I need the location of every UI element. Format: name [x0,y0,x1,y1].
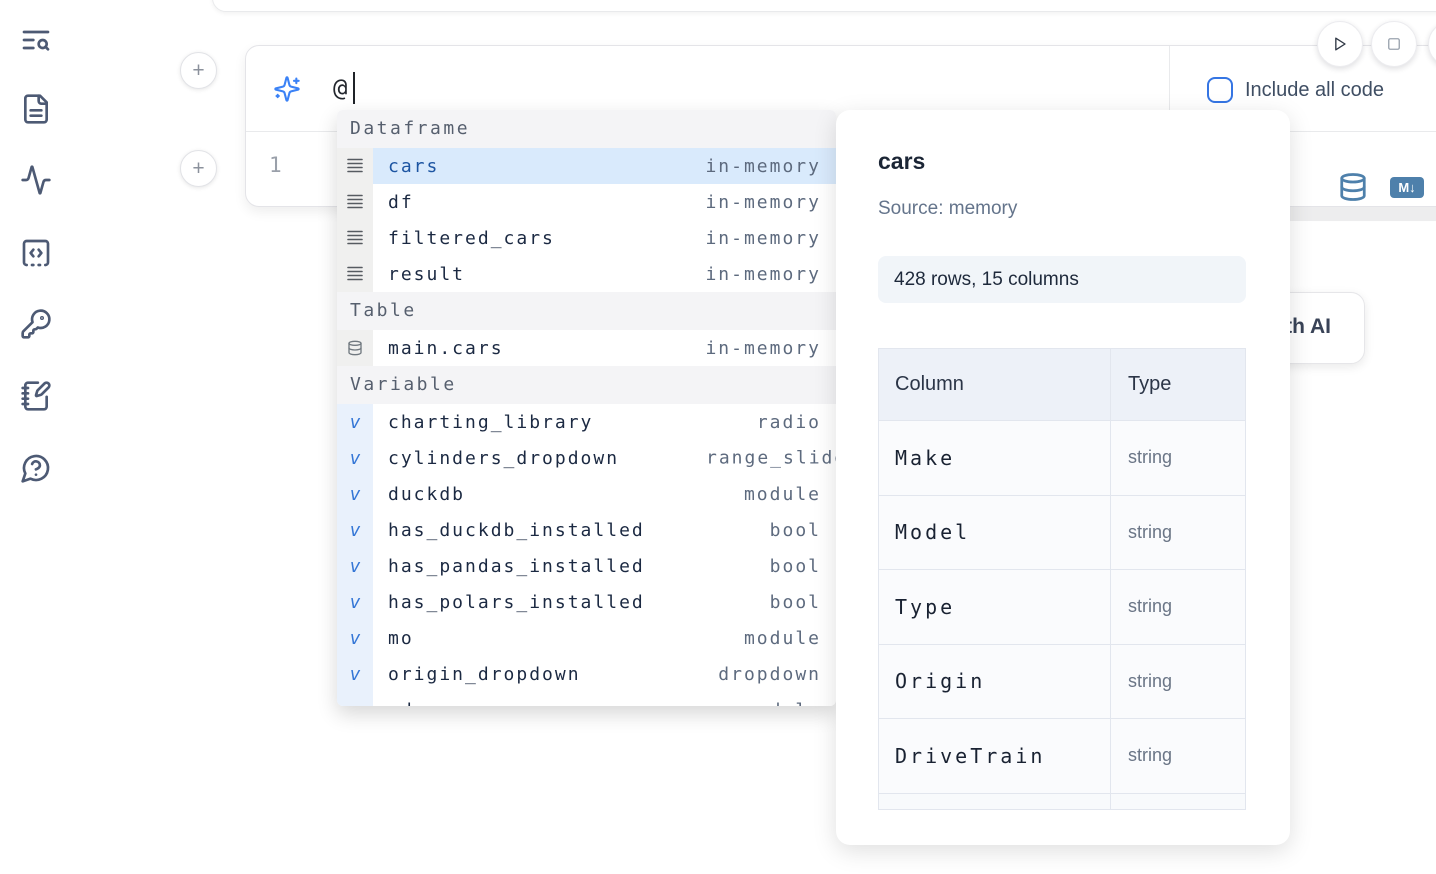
type-header: Type [1128,373,1171,396]
add-cell-button-top[interactable]: + [180,52,217,89]
schema-header-row: Column Type [879,349,1245,421]
shape-badge: 428 rows, 15 columns [878,256,1246,303]
schema-row-type: Type string [879,570,1245,645]
run-cell-button[interactable] [1317,21,1363,67]
variable-icon: v [337,656,373,692]
completion-item-charting-library[interactable]: v charting_libraryradio [337,404,836,440]
section-header-table: Table [337,292,836,330]
completion-item-filtered-cars[interactable]: filtered_carsin-memory [337,220,836,256]
code-snippets-icon[interactable] [20,237,52,269]
completion-item-duckdb[interactable]: v duckdbmodule [337,476,836,512]
ai-prompt-input[interactable]: @ [333,74,347,102]
section-header-variable: Variable [337,366,836,404]
completion-item-has-polars-installed[interactable]: v has_polars_installedbool [337,584,836,620]
text-caret [353,72,355,104]
add-cell-button[interactable]: + [180,150,217,187]
stop-button[interactable] [1371,21,1417,67]
variable-icon: v [337,584,373,620]
column-header: Column [895,373,964,396]
help-chat-icon[interactable] [20,452,52,484]
completion-item-main-cars[interactable]: main.carsin-memory [337,330,836,366]
variable-icon: v [337,620,373,656]
completion-item-cylinders-dropdown[interactable]: v cylinders_dropdownrange_slider [337,440,836,476]
dataframe-preview-panel: cars Source: memory 428 rows, 15 columns… [836,110,1290,845]
completion-item-result[interactable]: resultin-memory [337,256,836,292]
variable-icon: v [337,512,373,548]
autocomplete-dropdown: Dataframe carsin-memory dfin-memory filt… [337,110,836,706]
variable-icon: v [337,548,373,584]
stop-icon [1385,35,1403,53]
preview-source: Source: memory [878,198,1017,220]
dataframe-icon [337,184,373,220]
schema-row-drivetrain: DriveTrain string [879,719,1245,794]
section-header-dataframe: Dataframe [337,110,836,148]
table-database-icon [337,330,373,366]
dataframe-icon [337,220,373,256]
activity-icon[interactable] [20,164,52,196]
play-icon [1330,34,1350,54]
completion-item-has-duckdb-installed[interactable]: v has_duckdb_installedbool [337,512,836,548]
variable-icon: v [337,692,373,706]
schema-row-make: Make string [879,421,1245,496]
variable-icon: v [337,404,373,440]
preview-title: cars [878,148,925,175]
line-number: 1 [269,153,282,177]
notebook-pen-icon[interactable] [20,380,52,412]
include-all-code-label: Include all code [1245,79,1384,102]
schema-row-origin: Origin string [879,645,1245,720]
completion-item-cars[interactable]: carsin-memory [337,148,836,184]
completion-item-mo[interactable]: v momodule [337,620,836,656]
previous-cell-edge [212,0,1436,12]
toc-search-icon[interactable] [20,24,52,56]
completion-item-df[interactable]: dfin-memory [337,184,836,220]
markdown-icon[interactable]: M↓ [1390,177,1424,198]
key-icon[interactable] [20,308,52,340]
include-all-code-checkbox[interactable] [1207,77,1233,103]
completion-item-has-pandas-installed[interactable]: v has_pandas_installedbool [337,548,836,584]
completion-item-origin-dropdown[interactable]: v origin_dropdowndropdown [337,656,836,692]
schema-row-model: Model string [879,496,1245,571]
file-document-icon[interactable] [20,93,52,125]
completion-item-pd[interactable]: v pdmodule [337,692,836,706]
schema-row-partial [879,794,1245,811]
dataframe-icon [337,256,373,292]
schema-table: Column Type Make string Model string Typ… [878,348,1246,810]
ai-sparkles-icon [273,75,301,103]
dataframe-icon [337,148,373,184]
variable-icon: v [337,440,373,476]
variable-icon: v [337,476,373,512]
datasource-database-icon[interactable] [1338,172,1368,204]
